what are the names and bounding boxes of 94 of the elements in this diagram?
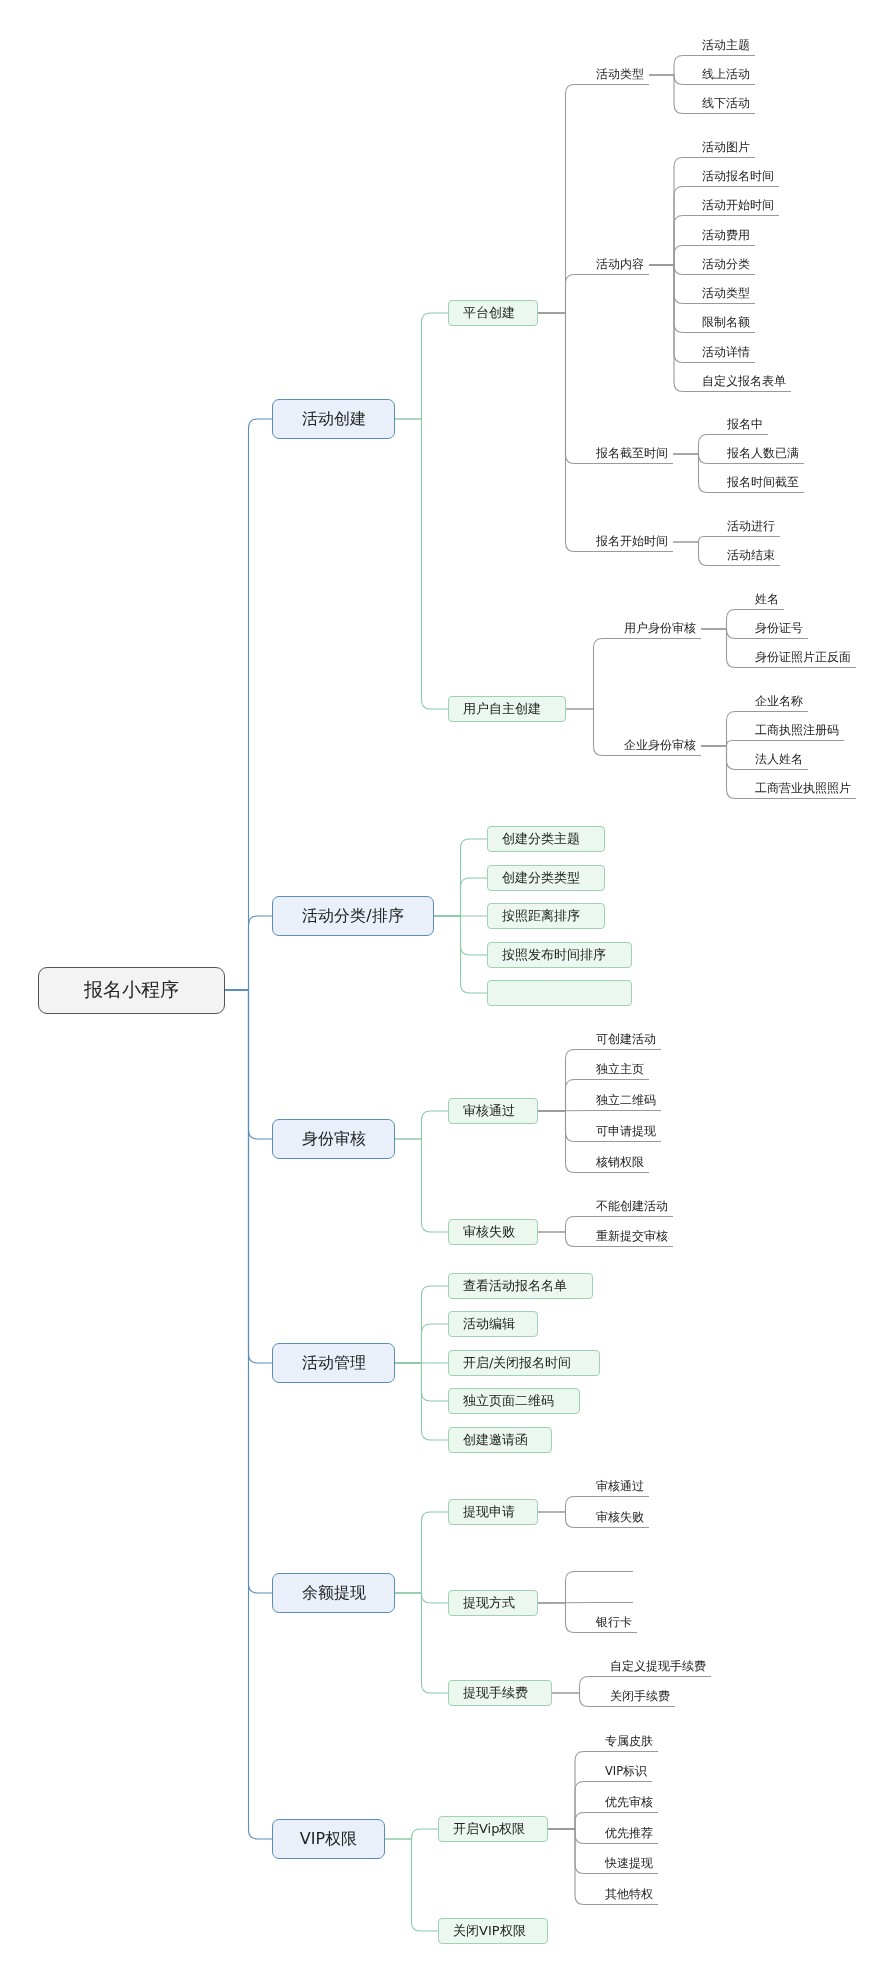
leaf-topic: 活动类型: [593, 65, 649, 85]
leaf-topic: 其他特权: [602, 1885, 658, 1905]
leaf-topic: 不能创建活动: [593, 1197, 673, 1217]
subtopic: 活动编辑: [448, 1311, 538, 1337]
connector-line: [537, 1602, 594, 1634]
leaf-topic: 自定义提现手续费: [607, 1657, 711, 1677]
leaf-topic: 优先推荐: [602, 1824, 658, 1844]
leaf-topic: 活动详情: [699, 343, 755, 363]
leaf-topic: VIP标识: [602, 1762, 653, 1782]
leaf-topic: 工商营业执照照片: [752, 779, 856, 799]
leaf-topic: 活动分类: [699, 255, 755, 275]
subtopic: 创建分类类型: [487, 865, 605, 891]
leaf-topic: 优先审核: [602, 1793, 658, 1813]
leaf-topic: 可创建活动: [593, 1030, 661, 1050]
leaf-topic: 身份证照片正反面: [752, 648, 856, 668]
subtopic: 开启Vip权限: [438, 1816, 548, 1842]
connector-line: [394, 1362, 449, 1441]
leaf-topic: 独立主页: [593, 1060, 649, 1080]
connector-line: [537, 1110, 594, 1174]
leaf-topic: 关闭手续费: [607, 1687, 675, 1707]
subtopic: 开启/关闭报名时间: [448, 1350, 600, 1376]
main-topic: 身份审核: [272, 1119, 395, 1159]
subtopic: 创建邀请函: [448, 1427, 552, 1453]
main-topic: 活动管理: [272, 1343, 395, 1383]
subtopic: 查看活动报名名单: [448, 1273, 593, 1299]
leaf-topic: 企业身份审核: [621, 736, 701, 756]
leaf-topic: 重新提交审核: [593, 1227, 673, 1247]
leaf-topic: 专属皮肤: [602, 1732, 658, 1752]
leaf-topic: 姓名: [752, 590, 784, 610]
leaf-topic: 独立二维码: [593, 1091, 661, 1111]
leaf-topic: 活动类型: [699, 284, 755, 304]
connector-line: [394, 1138, 449, 1233]
leaf-topic: 活动内容: [593, 255, 649, 275]
leaf-topic: 报名中: [724, 415, 768, 435]
connector-line: [565, 708, 622, 757]
leaf-topic: 活动图片: [699, 138, 755, 158]
connector-line: [384, 1838, 439, 1932]
connector-line: [700, 745, 753, 800]
leaf-topic: 线上活动: [699, 65, 755, 85]
leaf-topic: 企业名称: [752, 692, 808, 712]
leaf-topic: 自定义报名表单: [699, 372, 791, 392]
connector-line: [537, 312, 594, 553]
subtopic: 审核失败: [448, 1219, 538, 1245]
leaf-topic: 活动结束: [724, 546, 780, 566]
connector-line: [648, 74, 700, 115]
leaf-topic: 活动费用: [699, 226, 755, 246]
leaf-topic: 用户身份审核: [621, 619, 701, 639]
subtopic: 关闭VIP权限: [438, 1918, 548, 1944]
leaf-topic: 活动主题: [699, 36, 755, 56]
subtopic: 独立页面二维码: [448, 1388, 580, 1414]
connector-line: [672, 541, 725, 567]
subtopic: 提现方式: [448, 1590, 538, 1616]
connector-line: [537, 1511, 594, 1529]
central-topic: 报名小程序: [38, 966, 225, 1014]
subtopic: 提现申请: [448, 1499, 538, 1525]
connector-line: [394, 418, 449, 710]
leaf-topic: 报名人数已满: [724, 444, 804, 464]
leaf-topic: 活动开始时间: [699, 196, 779, 216]
main-topic: 余额提现: [272, 1573, 395, 1613]
leaf-topic: 法人姓名: [752, 750, 808, 770]
leaf-topic: 核销权限: [593, 1153, 649, 1173]
subtopic: 平台创建: [448, 300, 538, 326]
leaf-topic: 审核通过: [593, 1477, 649, 1497]
connector-line: [547, 1828, 603, 1906]
leaf-topic: 限制名额: [699, 313, 755, 333]
connector-line: [433, 915, 488, 994]
subtopic: 用户自主创建: [448, 696, 566, 722]
leaf-topic: 线下活动: [699, 94, 755, 114]
connector-line: [537, 1231, 594, 1248]
main-topic: 活动创建: [272, 399, 395, 439]
connector-line: [648, 264, 700, 393]
connector-line: [394, 1592, 449, 1694]
leaf-topic: 报名开始时间: [593, 532, 673, 552]
connector-line: [672, 453, 725, 494]
leaf-topic: 活动报名时间: [699, 167, 779, 187]
subtopic: 创建分类主题: [487, 826, 605, 852]
connector-line: [700, 628, 753, 669]
subtopic: 按照发布时间排序: [487, 942, 632, 968]
subtopic: 审核通过: [448, 1098, 538, 1124]
main-topic: VIP权限: [272, 1819, 385, 1859]
empty-subtopic: [487, 980, 632, 1006]
leaf-topic: 报名截至时间: [593, 444, 673, 464]
leaf-topic: 快速提现: [602, 1854, 658, 1874]
leaf-topic: 身份证号: [752, 619, 808, 639]
connector-line: [551, 1692, 608, 1708]
main-topic: 活动分类/排序: [272, 896, 434, 936]
leaf-topic: 工商执照注册码: [752, 721, 844, 741]
subtopic: 按照距离排序: [487, 903, 605, 929]
leaf-topic: 可申请提现: [593, 1122, 661, 1142]
leaf-topic: 报名时间截至: [724, 473, 804, 493]
leaf-topic: 银行卡: [593, 1613, 637, 1633]
subtopic: 提现手续费: [448, 1680, 552, 1706]
leaf-topic: 审核失败: [593, 1508, 649, 1528]
leaf-topic: 活动进行: [724, 517, 780, 537]
